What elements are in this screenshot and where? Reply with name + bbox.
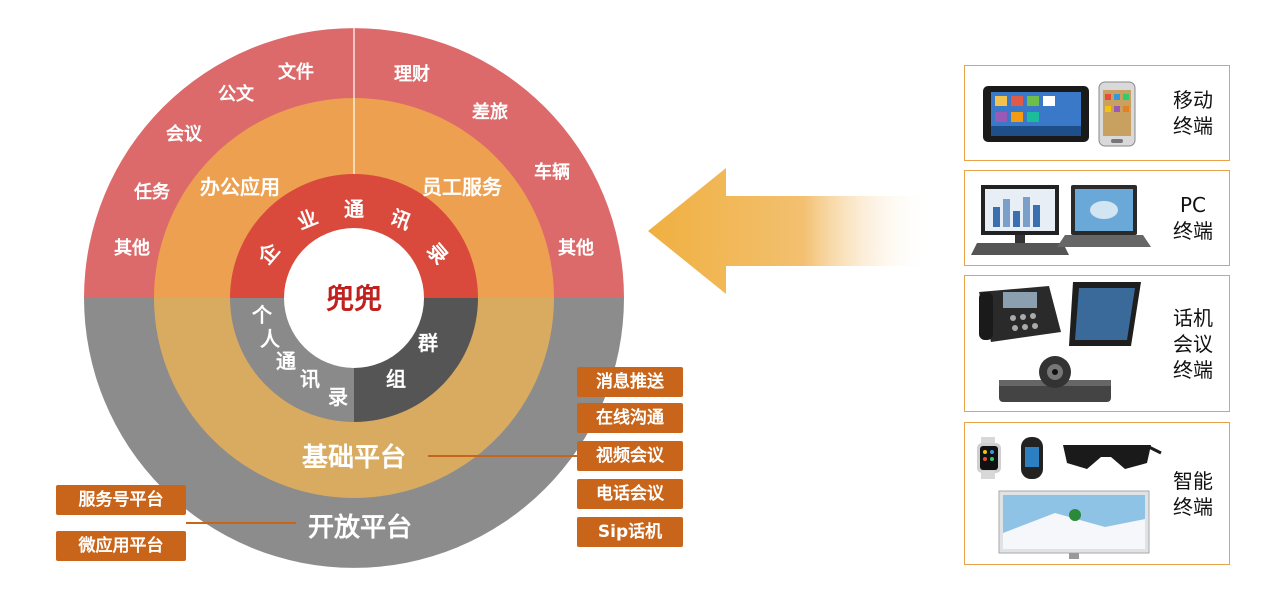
inner-left-char: 人 (260, 327, 281, 351)
inner-right-char: 群 (417, 331, 438, 355)
video-phone-icon (1069, 282, 1141, 346)
inner-right-char: 组 (386, 367, 406, 391)
outer-right-item: 理财 (394, 63, 430, 85)
tag-sip-phone: Sip话机 (577, 517, 683, 547)
outer-left-item: 文件 (278, 61, 314, 83)
inner-left-char: 个 (251, 303, 273, 327)
terminal-label: 移动 终端 (1173, 88, 1213, 138)
outer-left-item: 其他 (114, 237, 150, 259)
band-icon (1021, 437, 1043, 479)
outer-right-item: 差旅 (472, 101, 508, 123)
laptop-icon (1057, 185, 1151, 247)
inner-left-char: 讯 (300, 367, 320, 391)
phone-icon (1098, 81, 1136, 147)
terminal-label: PC 终端 (1173, 193, 1213, 243)
left-arrow (648, 168, 930, 294)
tag-video-conference: 视频会议 (577, 441, 683, 471)
smart-tv-icon (998, 490, 1150, 559)
center-label: 兜兜 (326, 282, 382, 315)
inner-left-char: 录 (328, 385, 348, 409)
terminal-mobile: 移动 终端 (964, 65, 1230, 161)
tablet-icon (983, 86, 1089, 142)
tag-message-push: 消息推送 (577, 367, 683, 397)
conference-camera-icon (999, 356, 1111, 402)
inner-left-char: 通 (276, 349, 296, 373)
center-circle (284, 228, 424, 368)
tag-micro-app-platform: 微应用平台 (56, 531, 186, 561)
terminal-pc: PC 终端 (964, 170, 1230, 266)
terminal-label: 智能 终端 (1173, 468, 1213, 519)
desktop-icon (971, 185, 1069, 255)
inner-top-char: 通 (344, 197, 364, 221)
inner-left-text: 个 人 通 讯 录 (251, 303, 348, 409)
outer-right-item: 车辆 (534, 161, 570, 183)
base-platform-label: 基础平台 (302, 442, 406, 473)
outer-left-item: 任务 (133, 181, 171, 203)
open-platform-label: 开放平台 (308, 512, 412, 543)
tag-service-account-platform: 服务号平台 (56, 485, 186, 515)
employee-services-label: 员工服务 (422, 175, 503, 199)
vr-glasses-icon (1063, 445, 1162, 469)
inner-right-text: 群 组 (386, 331, 438, 391)
tag-phone-conference: 电话会议 (577, 479, 683, 509)
outer-left-item: 公文 (218, 83, 255, 105)
terminal-smart: 智能 终端 (964, 422, 1230, 565)
outer-left-item: 会议 (166, 123, 203, 145)
desk-phone-icon (979, 286, 1061, 342)
tag-online-chat: 在线沟通 (577, 403, 683, 433)
office-apps-label: 办公应用 (200, 175, 280, 199)
terminal-phone-conference: 话机 会议 终端 (964, 275, 1230, 412)
outer-right-item: 其他 (558, 237, 594, 259)
terminal-label: 话机 会议 终端 (1173, 305, 1213, 382)
smartwatch-icon (977, 437, 1001, 479)
